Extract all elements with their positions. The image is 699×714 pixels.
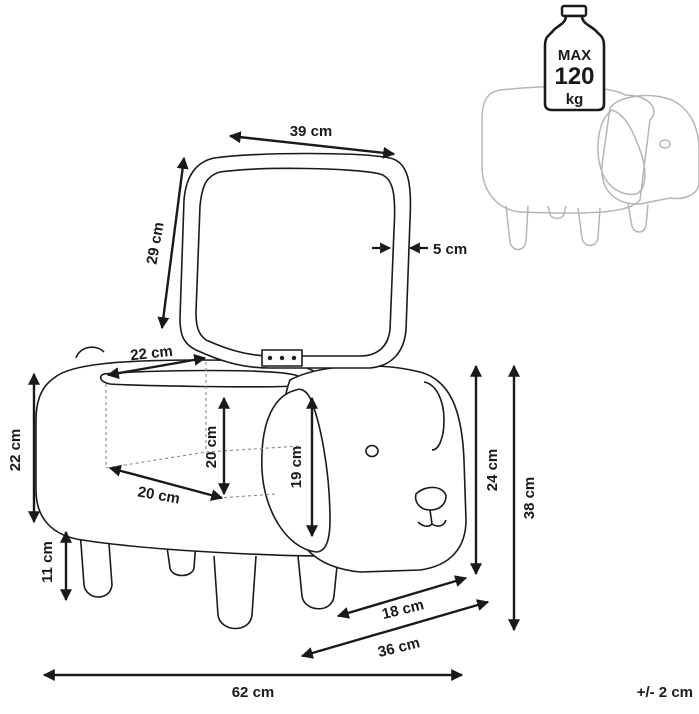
- lid-thickness-label: 5 cm: [433, 241, 467, 258]
- max-weight-badge: MAX 120 kg: [543, 4, 606, 112]
- lid-width-arrow: [228, 131, 396, 159]
- head-height-label: 24 cm: [484, 449, 501, 492]
- lid-height-label: 29 cm: [144, 221, 168, 266]
- total-depth-arrow: [300, 599, 490, 659]
- inner-width-arrow: [106, 353, 207, 380]
- total-length-label: 62 cm: [232, 684, 275, 701]
- tolerance-note: +/- 2 cm: [637, 684, 693, 701]
- ghost-stool-illustration: [481, 85, 699, 251]
- dimension-arrows: [28, 131, 520, 681]
- total-depth-label: 36 cm: [376, 634, 421, 661]
- lid-width-label: 39 cm: [290, 123, 333, 140]
- inner-width-label: 22 cm: [129, 343, 173, 364]
- dog-stool-illustration: [35, 152, 467, 630]
- leg-height-label: 11 cm: [39, 541, 56, 583]
- total-height-label: 38 cm: [521, 477, 538, 520]
- lid-height-arrow: [157, 156, 189, 330]
- ear-height-label: 19 cm: [288, 446, 305, 489]
- body-height-label: 22 cm: [7, 429, 24, 472]
- max-label: MAX: [558, 47, 591, 64]
- inner-height-label: 20 cm: [203, 426, 220, 469]
- weight-unit: kg: [566, 91, 584, 108]
- weight-value: 120: [554, 63, 594, 90]
- inner-depth-arrow: [108, 464, 224, 502]
